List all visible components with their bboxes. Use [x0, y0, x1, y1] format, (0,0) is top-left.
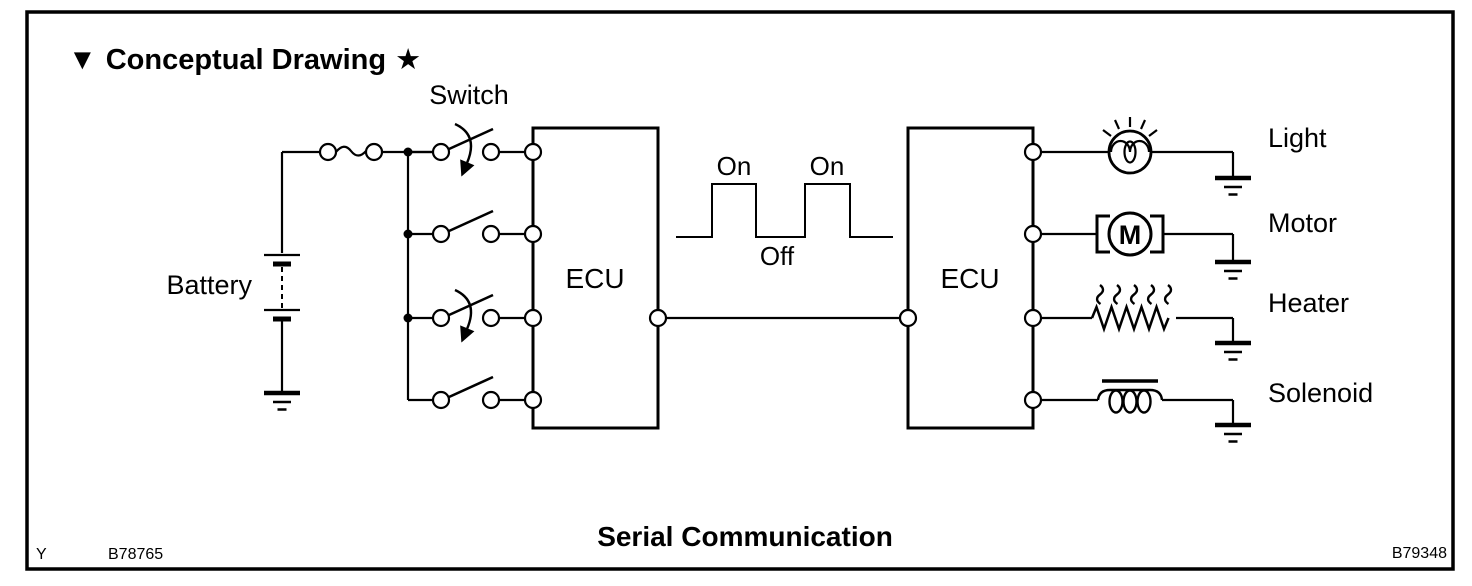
waveform-on-label-1: On — [717, 151, 752, 181]
ecu-terminal — [898, 308, 918, 328]
switch-contact — [431, 308, 451, 328]
switch-label: Switch — [429, 80, 509, 110]
section-marker-icon: ▼ — [68, 44, 97, 76]
switch-4 — [408, 375, 525, 410]
switch-contact — [431, 390, 451, 410]
ecu-right — [898, 126, 1043, 430]
battery — [264, 152, 300, 410]
lamp-filament-loop — [1123, 140, 1137, 164]
diagram-caption: Serial Communication — [597, 521, 893, 552]
load-motor-label: Motor — [1268, 208, 1337, 238]
ecu-terminal — [523, 142, 543, 162]
ecu-terminal — [1023, 142, 1043, 162]
fuse-terminal — [364, 142, 384, 162]
ecu-box — [906, 126, 1035, 430]
waveform-off-label: Off — [760, 241, 795, 271]
ecu-left-label: ECU — [565, 263, 624, 294]
battery-label: Battery — [166, 270, 252, 300]
drawing-border — [25, 10, 1455, 571]
switch-arrowhead-icon — [460, 325, 475, 343]
footer-code-left: B78765 — [108, 546, 163, 563]
footer-page-mark: Y — [36, 546, 47, 563]
switch-contact — [431, 142, 451, 162]
switch-blade — [448, 209, 494, 233]
ecu-box — [531, 126, 660, 430]
square-wave-icon — [676, 183, 893, 238]
switch-arrowhead-icon — [460, 159, 475, 177]
power-bus — [403, 147, 413, 400]
switch-arrow-icon — [454, 122, 473, 164]
motor-brush-left — [1095, 214, 1110, 254]
heat-waves-icon — [1095, 284, 1173, 305]
switch-3 — [408, 288, 525, 343]
switch-contact — [481, 142, 501, 162]
ecu-terminal — [1023, 308, 1043, 328]
ecu-terminal — [523, 390, 543, 410]
load-heater — [1041, 284, 1251, 360]
ecu-terminal — [648, 308, 668, 328]
switch-contact — [481, 224, 501, 244]
load-light — [1041, 117, 1251, 195]
coil-loop — [1136, 389, 1152, 414]
signal-waveform — [676, 183, 893, 238]
switch-2 — [408, 209, 525, 244]
load-light-label: Light — [1268, 123, 1327, 153]
load-solenoid — [1041, 379, 1251, 442]
page-title: ▼ Conceptual Drawing ★ — [68, 44, 421, 76]
switch-1 — [408, 122, 525, 177]
switch-contact — [481, 390, 501, 410]
motor-icon — [1107, 211, 1153, 257]
switch-contact — [431, 224, 451, 244]
switch-arrow-icon — [454, 288, 473, 330]
fuse — [282, 142, 433, 162]
title-text: Conceptual Drawing — [106, 44, 386, 76]
waveform-on-label-2: On — [810, 151, 845, 181]
lamp-filament — [1109, 139, 1151, 153]
switch-contact — [481, 308, 501, 328]
ecu-terminal — [1023, 390, 1043, 410]
ecu-left — [523, 126, 660, 430]
lamp-rays-icon — [1102, 117, 1158, 137]
resistor-icon — [1090, 303, 1170, 333]
ecu-right-label: ECU — [940, 263, 999, 294]
switch-blade — [448, 375, 494, 399]
load-heater-label: Heater — [1268, 288, 1349, 318]
load-solenoid-label: Solenoid — [1268, 378, 1373, 408]
ecu-terminal — [1023, 224, 1043, 244]
motor-symbol: M — [1119, 220, 1142, 250]
fuse-terminal — [318, 142, 338, 162]
load-motor — [1041, 211, 1251, 279]
star-icon: ★ — [395, 44, 421, 76]
ecu-terminal — [523, 224, 543, 244]
ecu-terminal — [523, 308, 543, 328]
fuse-element-icon — [335, 145, 367, 157]
footer-code-right: B79348 — [1392, 545, 1447, 562]
